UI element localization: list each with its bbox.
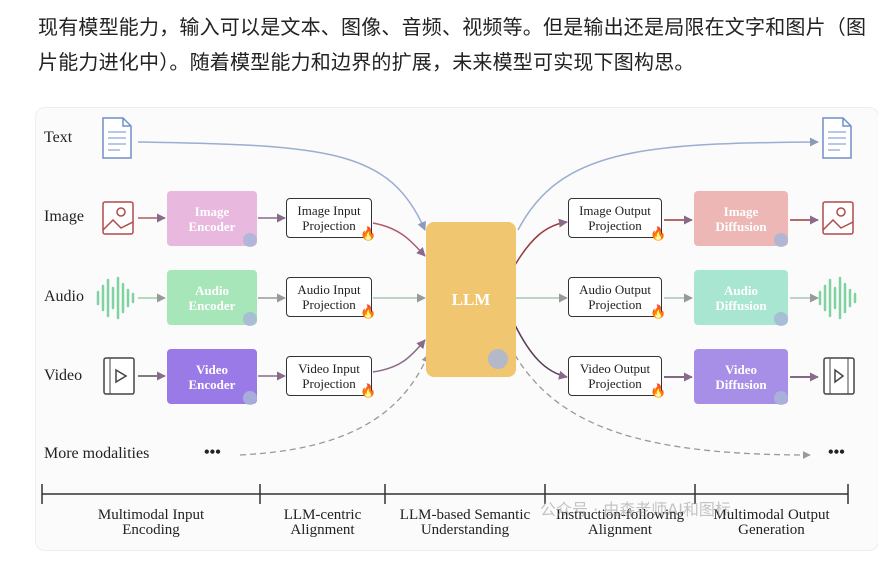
audio-input-projection-box: Audio Input Projection: [286, 277, 372, 317]
fire-icon: 🔥: [650, 305, 667, 320]
audio-encoder-box: Audio Encoder: [167, 270, 257, 325]
audio-output-projection-box: Audio Output Projection: [568, 277, 662, 317]
input-label-more-modalities: More modalities: [44, 445, 150, 462]
video-diffusion-box: Video Diffusion: [694, 349, 788, 404]
image-output-icon: [822, 201, 854, 235]
watermark-text: 公众号 · 由森老师AI和图标: [540, 500, 731, 519]
stage-label-output-generation: Multimodal Output Generation: [713, 507, 830, 538]
stage-label-input-encoding: Multimodal Input Encoding: [97, 507, 205, 538]
fire-icon: 🔥: [650, 227, 667, 242]
video-output-projection-box: Video Output Projection: [568, 356, 662, 396]
fire-icon: 🔥: [650, 384, 667, 399]
fire-icon: 🔥: [360, 305, 377, 320]
image-encoder-box: Image Encoder: [167, 191, 257, 246]
stage-label-semantic-understanding: LLM-based Semantic Understanding: [399, 507, 531, 538]
input-label-text: Text: [44, 129, 73, 146]
video-encoder-box: Video Encoder: [167, 349, 257, 404]
image-icon: [102, 201, 134, 235]
status-dot-icon: [243, 391, 257, 405]
video-film-icon: [103, 357, 135, 395]
status-dot-icon: [774, 391, 788, 405]
status-dot-icon: [243, 233, 257, 247]
llm-badge-icon: [488, 349, 508, 369]
audio-diffusion-box: Audio Diffusion: [694, 270, 788, 325]
input-label-image: Image: [44, 208, 84, 225]
status-dot-icon: [774, 233, 788, 247]
input-label-video: Video: [44, 367, 83, 384]
image-input-projection-box: Image Input Projection: [286, 198, 372, 238]
text-document-icon: [102, 117, 132, 159]
image-diffusion-box: Image Diffusion: [694, 191, 788, 246]
image-output-projection-box: Image Output Projection: [568, 198, 662, 238]
video-input-projection-box: Video Input Projection: [286, 356, 372, 396]
fire-icon: 🔥: [360, 227, 377, 242]
fire-icon: 🔥: [360, 384, 377, 399]
more-modalities-ellipsis: •••: [204, 444, 221, 461]
input-label-audio: Audio: [44, 288, 84, 305]
llm-box: LLM: [426, 222, 516, 377]
audio-waveform-output-icon: [818, 276, 857, 320]
text-document-output-icon: [822, 117, 852, 159]
stage-label-llm-alignment: LLM-centric Alignment: [283, 507, 362, 538]
audio-waveform-icon: [96, 276, 135, 320]
video-film-output-icon: [823, 357, 855, 395]
status-dot-icon: [774, 312, 788, 326]
more-outputs-ellipsis: •••: [828, 444, 845, 461]
intro-paragraph: 现有模型能力，输入可以是文本、图像、音频、视频等。但是输出还是局限在文字和图片（…: [38, 15, 867, 74]
stage-label-instruction-alignment: Instruction-following Alignment: [555, 507, 685, 538]
status-dot-icon: [243, 312, 257, 326]
